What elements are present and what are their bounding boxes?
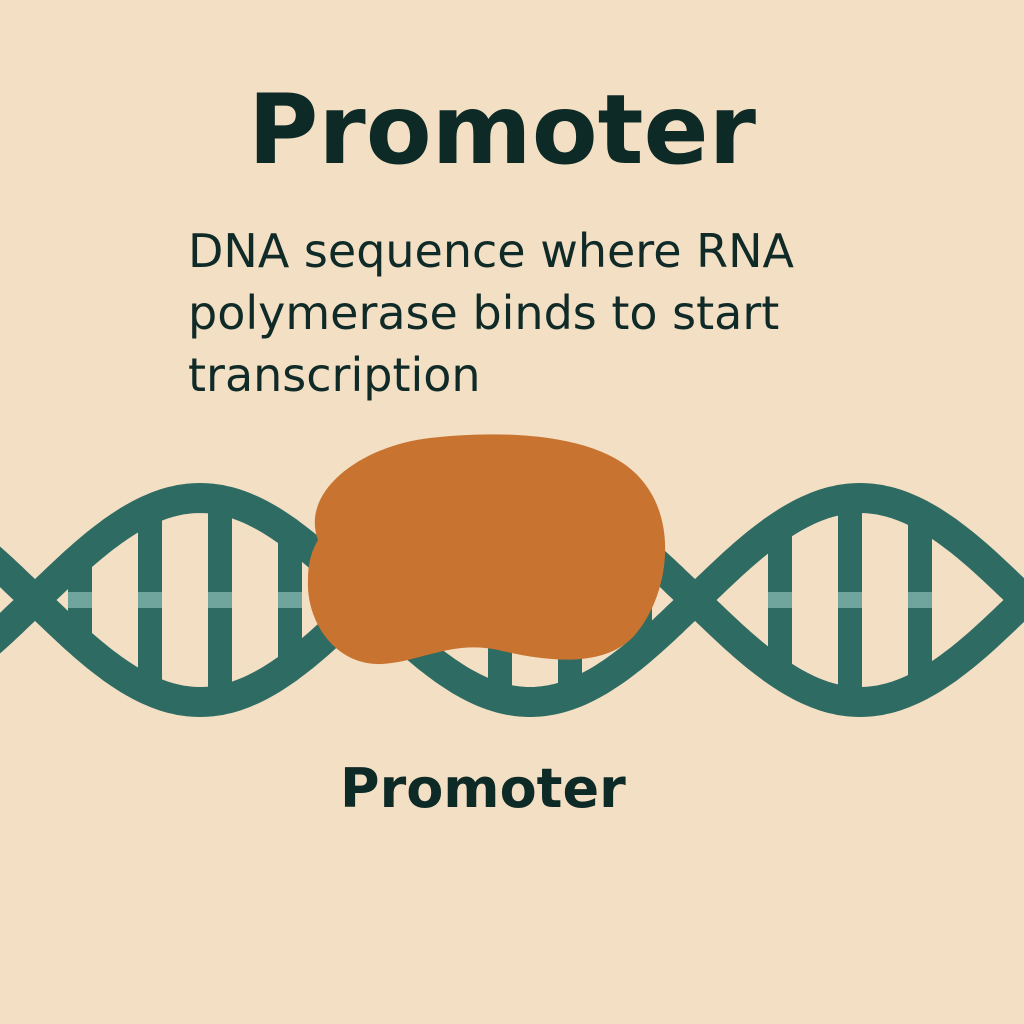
base-pair-join [908,592,932,608]
description-text: DNA sequence where RNA polymerase binds … [188,220,828,406]
rna-polymerase-blob [307,434,666,665]
description-line-1: DNA sequence where RNA [188,224,794,278]
base-pair-join [768,592,792,608]
promoter-region-label: Promoter [340,757,626,820]
description-line-2: polymerase binds to start [188,286,780,340]
base-pair-join [278,592,302,608]
base-pair-join [68,592,92,608]
base-pair-join [208,592,232,608]
dna-strand-front [0,482,1024,717]
base-pair-join [138,592,162,608]
description-line-3: transcription [188,348,481,402]
page-title: Promoter [248,74,756,186]
base-pair-join [838,592,862,608]
